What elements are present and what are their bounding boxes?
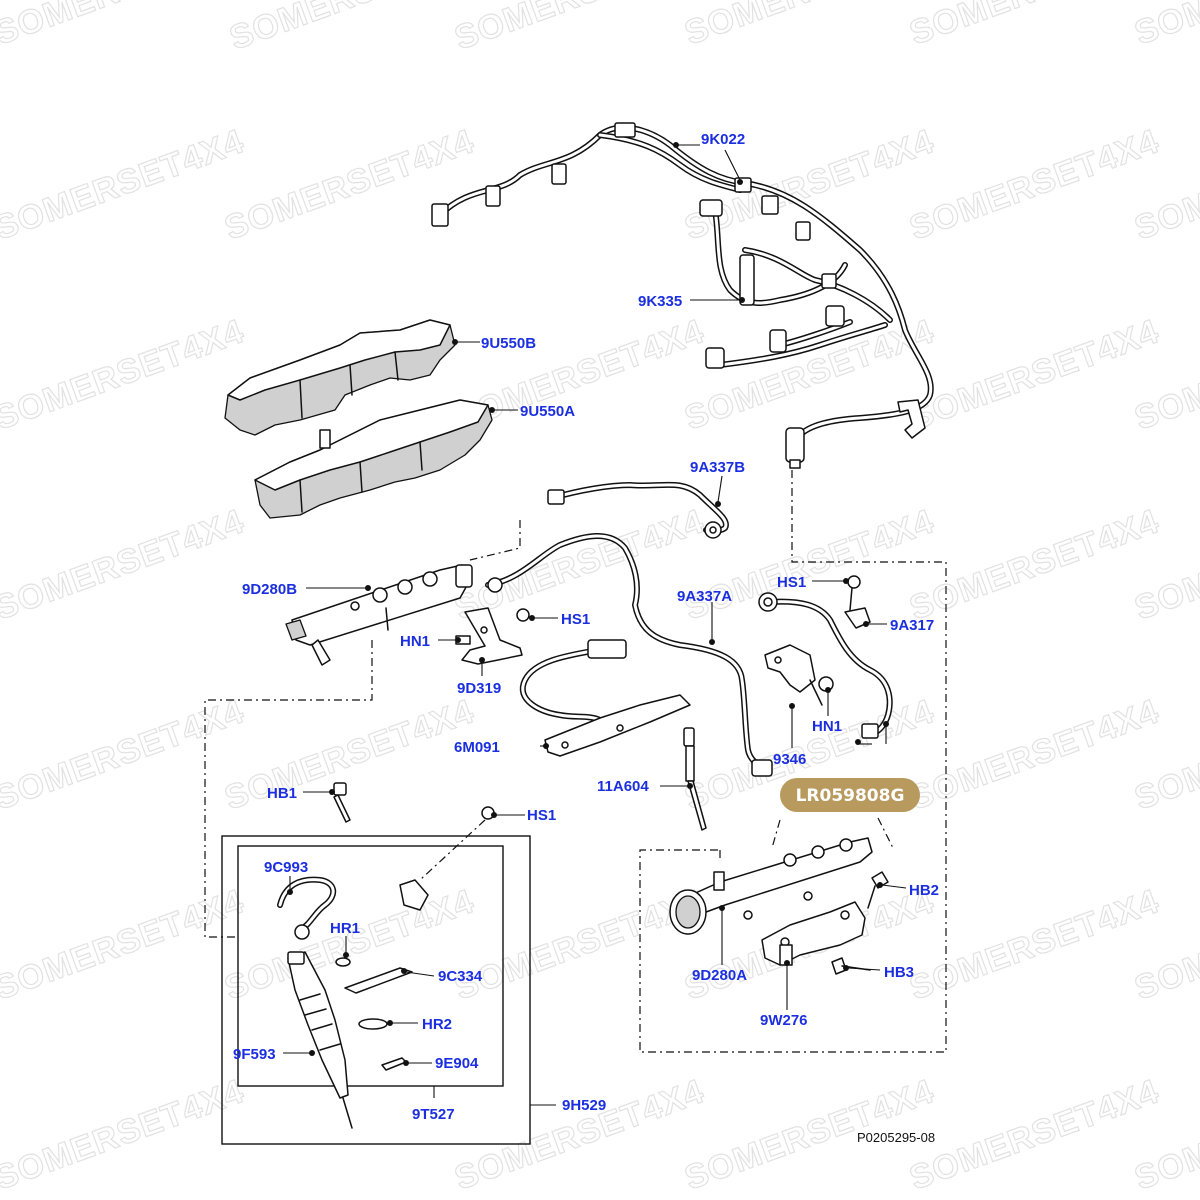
bracket-9346 <box>764 644 834 706</box>
label-HB1: HB1 <box>267 785 297 802</box>
injector-9F593 <box>287 951 353 1129</box>
watermark: SOMERSET4X4 <box>450 0 709 58</box>
watermark: SOMERSET4X4 <box>905 1072 1164 1197</box>
bolt-HB3 <box>831 957 871 975</box>
callout-labels: 9K022 9K335 9U550B 9U550A 9A337B 9D280B … <box>233 131 939 1123</box>
watermark: SOMERSET4X4 <box>905 0 1164 53</box>
watermark: SOMERSET4X4 <box>0 122 249 247</box>
label-9U550A: 9U550A <box>520 403 575 420</box>
watermark: SOMERSET4X4 <box>0 312 249 437</box>
o-ring-HR1 <box>335 957 351 967</box>
label-9D280A: 9D280A <box>692 967 747 984</box>
figure-reference: P0205295-08 <box>857 1130 935 1145</box>
label-9C993: 9C993 <box>264 859 308 876</box>
label-9E904: 9E904 <box>435 1055 479 1072</box>
fuel-pipe-9A337B <box>547 481 729 539</box>
bolt-HB2 <box>867 871 889 909</box>
watermark: SOMERSET4X4 <box>0 882 249 1007</box>
label-HB2: HB2 <box>909 882 939 899</box>
injector-group-9H529 <box>221 835 531 1145</box>
glow-plug-11A604 <box>683 727 707 831</box>
clip-9E904 <box>381 1057 407 1071</box>
bolt-HB1 <box>333 782 351 823</box>
label-9F593: 9F593 <box>233 1046 276 1063</box>
watermark: SOMERSET4X4 <box>220 122 479 247</box>
watermark: SOMERSET4X4 <box>450 882 709 1007</box>
label-6M091: 6M091 <box>454 739 500 756</box>
watermark: SOMERSET4X4 <box>0 502 249 627</box>
label-HS1-c: HS1 <box>527 807 556 824</box>
watermark: SOMERSET4X4 <box>225 0 484 58</box>
leak-off-pipe-9C993 <box>277 876 337 940</box>
label-HB3: HB3 <box>884 964 914 981</box>
fuel-rail-9D280B <box>285 564 473 666</box>
label-HN1-b: HN1 <box>812 718 842 735</box>
leader-lines <box>283 142 907 1106</box>
label-9D280B: 9D280B <box>242 581 297 598</box>
label-9346: 9346 <box>773 751 806 768</box>
watermark: SOMERSET4X4 <box>450 1072 709 1197</box>
watermark: SOMERSET4X4 <box>0 692 249 817</box>
watermark: SOMERSET4X4 <box>1130 0 1200 53</box>
label-9A317: 9A317 <box>890 617 934 634</box>
label-9U550B: 9U550B <box>481 335 536 352</box>
label-HS1-a: HS1 <box>561 611 590 628</box>
label-HR2: HR2 <box>422 1016 452 1033</box>
label-9D319: 9D319 <box>457 680 501 697</box>
bracket-9D319 <box>455 607 530 665</box>
label-HN1-a: HN1 <box>400 633 430 650</box>
grouping-lines <box>204 470 947 1053</box>
watermark: SOMERSET4X4 <box>905 502 1164 627</box>
fuel-pipe-9A337A <box>485 533 773 777</box>
label-11A604: 11A604 <box>597 778 649 795</box>
pressure-sensor-6M091 <box>519 639 691 757</box>
watermark: SOMERSET4X4 <box>0 1072 249 1197</box>
watermark: SOMERSET4X4 <box>905 882 1164 1007</box>
watermark: SOMERSET4X4 <box>680 502 939 627</box>
watermark: SOMERSET4X4 <box>905 122 1164 247</box>
badge-background <box>780 778 920 812</box>
label-HS1-b: HS1 <box>777 574 806 591</box>
engine-cover-9U550B <box>224 319 456 436</box>
label-9K022: 9K022 <box>701 131 745 148</box>
o-ring-HR2 <box>358 1018 388 1030</box>
watermark: SOMERSET4X4 <box>680 312 939 437</box>
watermark: SOMERSET4X4 <box>905 312 1164 437</box>
label-9A337A: 9A337A <box>677 588 732 605</box>
label-9T527: 9T527 <box>412 1106 455 1123</box>
label-9C334: 9C334 <box>438 968 483 985</box>
watermark: SOMERSET4X4 <box>220 692 479 817</box>
label-9K335: 9K335 <box>638 293 682 310</box>
watermark: SOMERSET4X4 <box>905 692 1164 817</box>
clamp-9A317 <box>844 575 871 629</box>
badge-text: LR059808G <box>796 786 905 806</box>
label-9A337B: 9A337B <box>690 459 745 476</box>
connector-HS1 <box>399 806 495 911</box>
sealing-washer-9C334 <box>344 967 413 994</box>
fuel-rail-9D280A <box>669 837 873 935</box>
label-9H529: 9H529 <box>562 1097 606 1114</box>
watermark: SOMERSET4X4 <box>680 0 939 53</box>
part-number-badge: LR059808G <box>780 778 920 812</box>
wiring-harness-9K022 <box>431 122 934 469</box>
watermark: SOMERSET4X4 <box>0 0 249 53</box>
engine-cover-9U550A <box>254 399 493 519</box>
label-9W276: 9W276 <box>760 1012 808 1029</box>
label-HR1: HR1 <box>330 920 360 937</box>
